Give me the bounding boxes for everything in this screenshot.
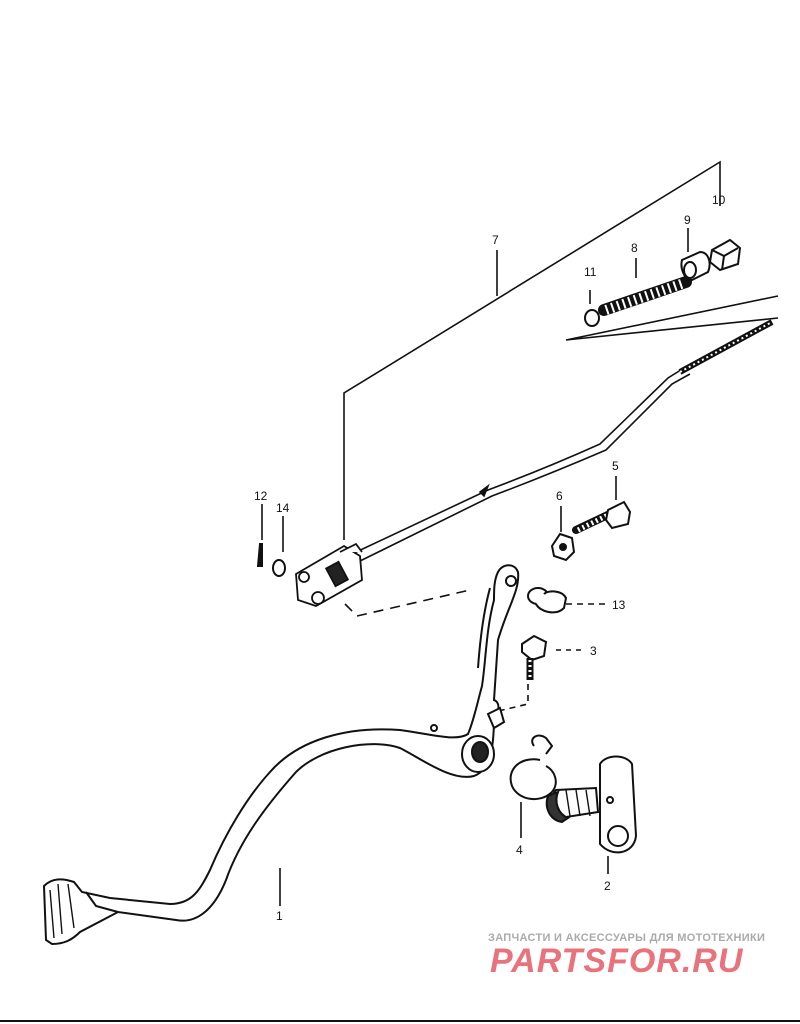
label-10: 10	[712, 193, 726, 207]
label-4: 4	[516, 843, 523, 857]
callout-labels: 7 10 9 8 11 12 14 5 6 13 3 4 2 1	[254, 193, 726, 923]
label-9: 9	[684, 213, 691, 227]
clevis-pin-13	[527, 587, 568, 614]
joint-9	[680, 250, 711, 282]
bolt-5	[572, 500, 632, 534]
label-2: 2	[604, 879, 611, 893]
label-6: 6	[556, 489, 563, 503]
watermark: ЗАПЧАСТИ И АКСЕССУАРЫ ДЛЯ МОТОТЕХНИКИ PA…	[488, 932, 765, 980]
cotter-pin	[256, 543, 263, 567]
label-7: 7	[492, 233, 499, 247]
bottom-border	[0, 1020, 800, 1022]
label-12: 12	[254, 489, 268, 503]
watermark-tagline: ЗАПЧАСТИ И АКСЕССУАРЫ ДЛЯ МОТОТЕХНИКИ	[488, 932, 765, 944]
label-8: 8	[631, 241, 638, 255]
washer-14	[272, 559, 286, 577]
brake-lever	[42, 564, 520, 946]
nut-10	[708, 238, 742, 272]
watermark-logo: PARTSFOR.RU	[490, 942, 744, 980]
label-13: 13	[612, 598, 626, 612]
nut-6	[550, 532, 576, 562]
clevis	[295, 542, 363, 607]
label-11: 11	[584, 265, 597, 279]
label-3: 3	[590, 644, 597, 658]
label-1: 1	[276, 909, 283, 923]
brake-rod	[351, 319, 774, 563]
washer-11	[584, 309, 600, 327]
label-14: 14	[276, 501, 290, 515]
label-5: 5	[612, 459, 619, 473]
spring	[598, 276, 692, 316]
leader-lines	[261, 160, 779, 906]
pivot-plate-2	[545, 755, 638, 854]
bolt-3	[521, 634, 548, 680]
return-spring-4	[509, 734, 557, 801]
